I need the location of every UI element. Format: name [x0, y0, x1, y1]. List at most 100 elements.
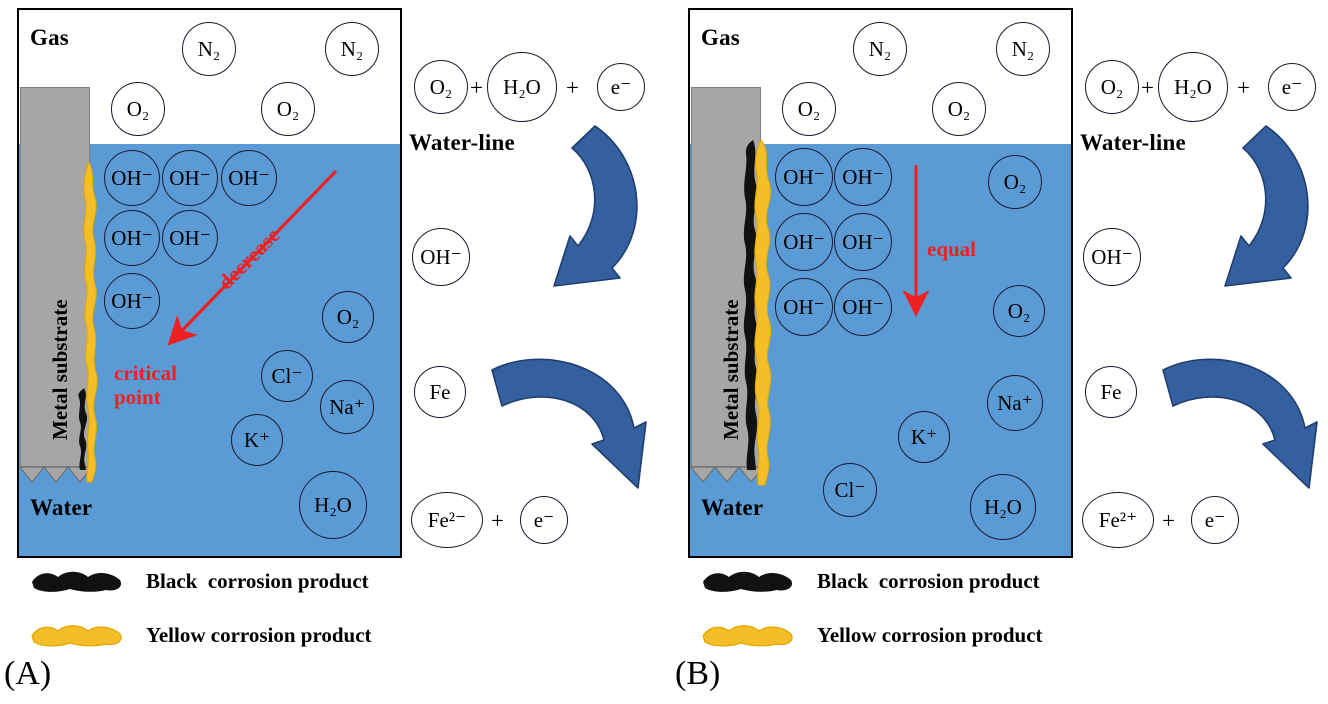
molecule-k: K⁺ [898, 411, 950, 463]
molecule-oh: OH⁻ [162, 150, 218, 206]
molecule-na: Na⁺ [320, 380, 374, 434]
plus-sign: + [1141, 75, 1154, 100]
substrate-label-a: Metal substrate [48, 299, 72, 440]
molecule-cl: Cl⁻ [823, 463, 877, 517]
product-oh-a: OH⁻ [412, 228, 470, 286]
product-fe2-b: Fe²⁺ [1082, 492, 1154, 548]
molecule-label: OH⁻ [169, 165, 211, 190]
critical-point-line1: critical [114, 361, 177, 385]
water-line-label-b: Water-line [1080, 130, 1186, 155]
molecule-label: e⁻ [1281, 74, 1303, 99]
molecule-h2o: H₂O [970, 474, 1036, 540]
molecule-o2: O₂ [111, 82, 165, 136]
molecule-label: O₂ [429, 74, 453, 99]
substrate-label-b: Metal substrate [719, 299, 743, 440]
molecule-h2o: H₂O [299, 471, 367, 539]
reactant-h2o-a: H₂O [487, 52, 557, 122]
molecule-oh: OH⁻ [834, 148, 892, 206]
molecule-label: Cl⁻ [271, 363, 303, 388]
yellow-corrosion-layer-a [83, 160, 98, 483]
legend-item-yellow-b: Yellow corrosion product [699, 622, 1043, 648]
molecule-label: H₂O [503, 74, 541, 99]
decrease-gradient-arrow-a [167, 169, 338, 346]
molecule-o2: O₂ [782, 82, 836, 136]
molecule-oh: OH⁻ [834, 213, 892, 271]
molecule-label: Fe²⁻ [427, 507, 467, 532]
gas-label-a: Gas [30, 25, 69, 50]
molecule-o2: O₂ [261, 82, 315, 136]
molecule-label: H₂O [984, 494, 1022, 519]
molecule-label: Cl⁻ [834, 477, 866, 502]
molecule-label: O₂ [1100, 74, 1124, 99]
molecule-label: OH⁻ [111, 288, 153, 313]
water-label-b: Water [701, 495, 764, 520]
molecule-n2: N₂ [853, 22, 907, 76]
product-fe2-a: Fe²⁻ [411, 492, 483, 548]
molecule-label: e⁻ [610, 74, 632, 99]
reactant-electron-a: e⁻ [597, 63, 645, 111]
molecule-oh: OH⁻ [221, 150, 277, 206]
molecule-label: Fe [1100, 379, 1122, 404]
molecule-label: OH⁻ [783, 229, 825, 254]
molecule-o2: O₂ [988, 155, 1042, 209]
molecule-label: H₂O [1174, 74, 1212, 99]
product-oh-b: OH⁻ [1083, 228, 1141, 286]
molecule-o2: O₂ [993, 285, 1045, 337]
panel-a: Gas Water Metal substrate N₂ N₂ O₂ O₂ [4, 8, 647, 692]
plus-sign: + [470, 75, 483, 100]
molecule-label: OH⁻ [842, 229, 884, 254]
molecule-label: O₂ [797, 96, 821, 121]
legend-item-black-a: Black corrosion product [28, 568, 369, 594]
cathodic-reaction-arrow-a [553, 125, 638, 287]
legend-item-black-b: Black corrosion product [699, 568, 1040, 594]
molecule-label: OH⁻ [111, 225, 153, 250]
product-electron-b: e⁻ [1191, 496, 1239, 544]
molecule-label: OH⁻ [1091, 244, 1133, 269]
molecule-n2: N₂ [325, 22, 379, 76]
molecule-label: N₂ [868, 36, 892, 61]
molecule-label: N₂ [1011, 36, 1035, 61]
anodic-reaction-arrow-a [491, 358, 647, 489]
yellow-blob-icon [702, 625, 793, 647]
plus-sign: + [566, 75, 579, 100]
molecule-label: O₂ [947, 96, 971, 121]
legend-label-yellow: Yellow corrosion product [146, 622, 372, 647]
legend-label-yellow: Yellow corrosion product [817, 622, 1043, 647]
molecule-label: OH⁻ [111, 165, 153, 190]
molecule-label: OH⁻ [228, 165, 270, 190]
yellow-blob-icon [31, 625, 122, 647]
molecule-label: K⁺ [910, 424, 938, 449]
black-corrosion-layer-b [743, 140, 758, 470]
molecule-label: H₂O [314, 492, 352, 517]
cathodic-reaction-arrow-b [1224, 125, 1309, 287]
molecule-label: Fe [429, 379, 451, 404]
molecule-oh: OH⁻ [775, 278, 833, 336]
legend-item-yellow-a: Yellow corrosion product [28, 622, 372, 648]
molecule-oh: OH⁻ [104, 273, 160, 329]
molecule-label: Na⁺ [997, 390, 1033, 415]
reactant-fe-a: Fe [414, 366, 466, 418]
equal-gradient-arrow-b [902, 165, 930, 317]
molecule-oh: OH⁻ [162, 210, 218, 266]
anodic-reaction-arrow-b [1162, 358, 1318, 489]
molecule-label: OH⁻ [169, 225, 211, 250]
molecule-oh: OH⁻ [834, 278, 892, 336]
molecule-oh: OH⁻ [775, 213, 833, 271]
reactant-o2-a: O₂ [414, 60, 468, 114]
molecule-label: OH⁻ [783, 294, 825, 319]
molecule-oh: OH⁻ [104, 210, 160, 266]
molecule-na: Na⁺ [987, 375, 1043, 431]
panel-label-b: (B) [675, 655, 721, 692]
molecule-label: Na⁺ [329, 394, 365, 419]
molecule-label: O₂ [336, 304, 360, 329]
molecule-label: O₂ [1007, 298, 1031, 323]
molecule-label: Fe²⁺ [1098, 507, 1138, 532]
molecule-o2: O₂ [322, 291, 374, 343]
molecule-label: K⁺ [243, 427, 271, 452]
black-blob-icon [32, 571, 122, 592]
reactant-electron-b: e⁻ [1268, 63, 1316, 111]
critical-point-annotation-a: critical point [114, 361, 177, 409]
water-label-a: Water [30, 495, 93, 520]
product-electron-a: e⁻ [520, 496, 568, 544]
